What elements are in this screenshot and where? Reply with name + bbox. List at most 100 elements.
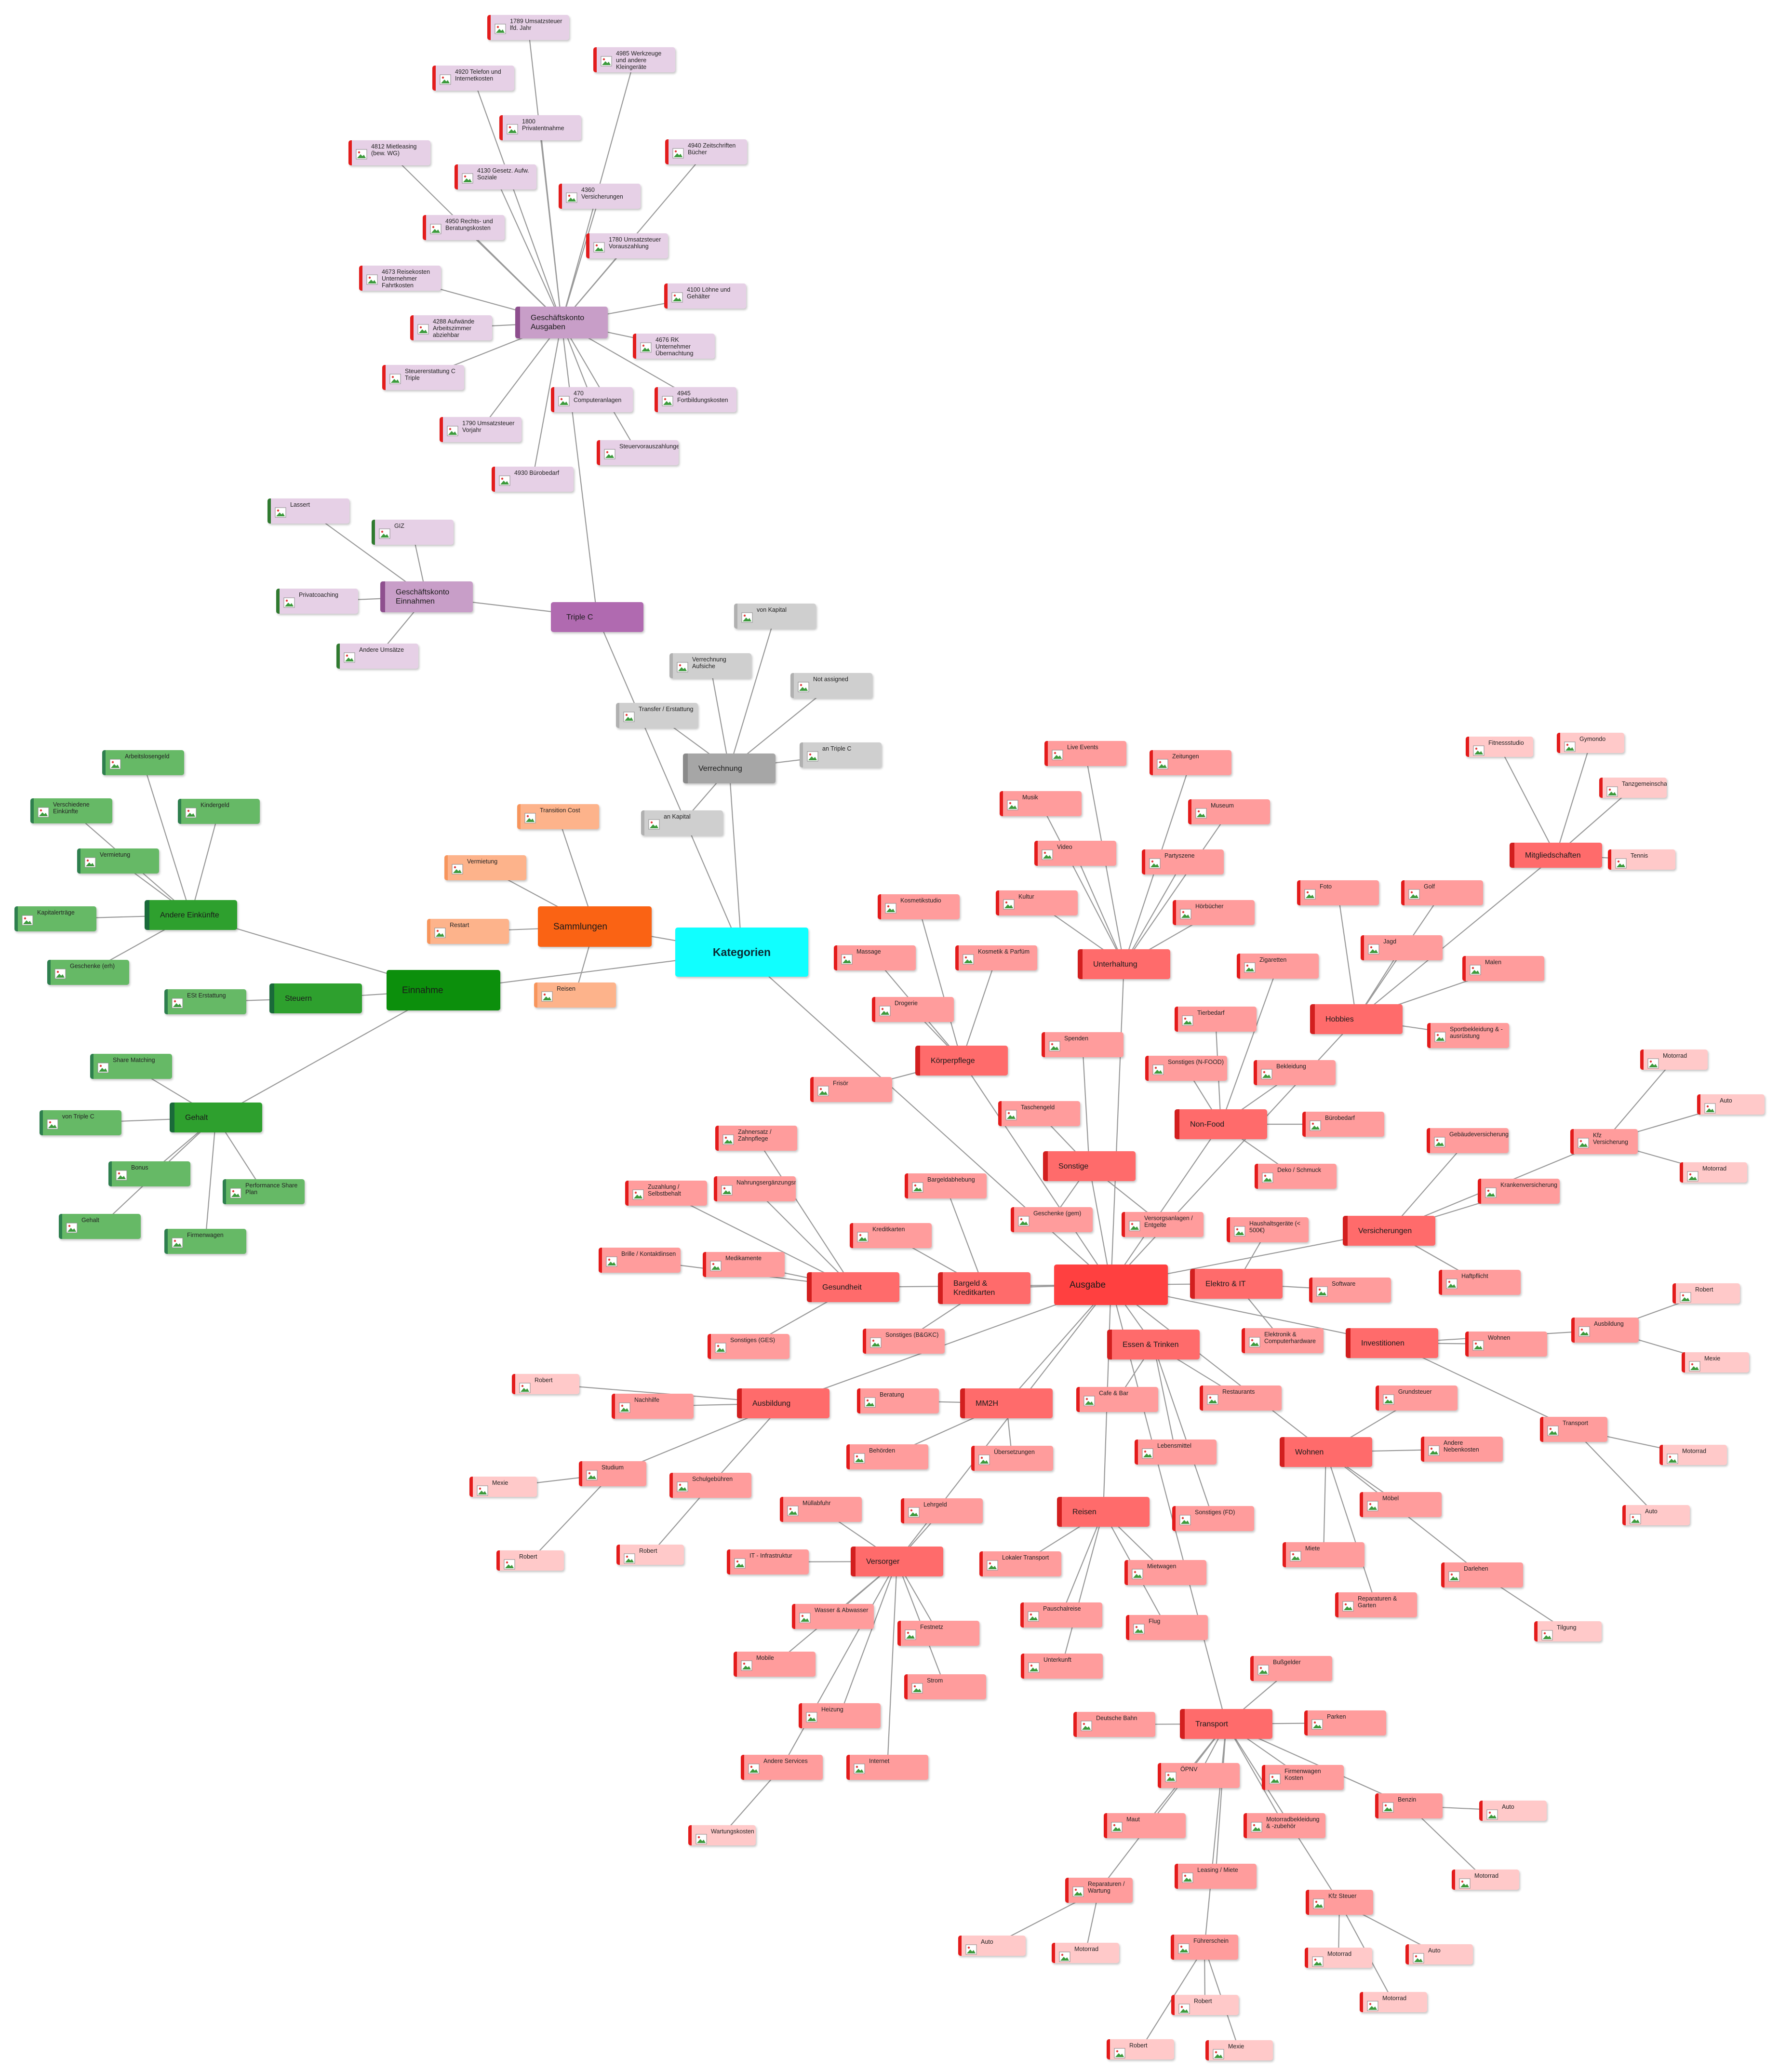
node-vs2[interactable]: Kfz Versicherung: [1570, 1129, 1638, 1154]
node-ab2[interactable]: Nachhilfe: [612, 1394, 694, 1419]
node-b12[interactable]: 4100 Löhne und Gehälter: [664, 283, 746, 309]
node-hob[interactable]: Hobbies: [1310, 1004, 1403, 1034]
node-h5[interactable]: Tennis: [1608, 849, 1675, 870]
node-re2[interactable]: Mietwagen: [1124, 1560, 1206, 1585]
node-vo6[interactable]: Mobile: [734, 1652, 816, 1677]
node-tri[interactable]: Triple C: [551, 602, 643, 632]
node-mm[interactable]: MM2H: [960, 1388, 1053, 1418]
node-t9[interactable]: Leasing / Miete: [1175, 1864, 1257, 1889]
node-vo3[interactable]: IT - Infrastruktur: [727, 1549, 809, 1574]
node-ver[interactable]: Verrechnung: [683, 753, 776, 783]
node-b20[interactable]: 4930 Bürobedarf: [492, 467, 574, 492]
node-vso[interactable]: Versorger: [851, 1547, 943, 1576]
node-rei[interactable]: Reisen: [1057, 1497, 1150, 1527]
node-kat[interactable]: Kategorien: [675, 928, 808, 977]
node-k3[interactable]: Kosmetik & Parfüm: [955, 945, 1037, 970]
node-e4[interactable]: Andere Umsätze: [336, 644, 418, 669]
node-aus[interactable]: Ausgabe: [1054, 1265, 1168, 1305]
node-el3[interactable]: Elektronik & Computerhardware: [1242, 1328, 1324, 1353]
node-mm2[interactable]: Behörden: [846, 1444, 928, 1469]
node-wo3[interactable]: Möbel: [1360, 1492, 1442, 1517]
node-g9[interactable]: von Triple C: [40, 1110, 121, 1135]
node-wo5[interactable]: Darlehen: [1441, 1562, 1523, 1588]
node-h3[interactable]: Gymondo: [1557, 733, 1624, 753]
node-kor[interactable]: Körperpflege: [915, 1046, 1008, 1076]
node-t12[interactable]: Führerschein: [1171, 1935, 1238, 1960]
node-h7[interactable]: Golf: [1401, 880, 1483, 905]
node-t3[interactable]: Parken: [1304, 1710, 1386, 1736]
node-unt[interactable]: Unterhaltung: [1078, 949, 1170, 979]
node-inv[interactable]: Investitionen: [1346, 1328, 1438, 1358]
node-ge4[interactable]: Brille / Kontaktlinsen: [599, 1248, 681, 1273]
node-b3[interactable]: 4920 Telefon und Internetkosten: [432, 66, 514, 91]
node-v2[interactable]: Verrechnung Aufsiche: [669, 653, 751, 678]
node-t6[interactable]: Benzin: [1375, 1793, 1443, 1818]
node-ge3[interactable]: Nahrungsergänzungsmittel: [714, 1176, 796, 1201]
node-b1[interactable]: 1789 Umsatzsteuer lfd. Jahr: [487, 15, 569, 40]
node-vo2[interactable]: Lehrgeld: [901, 1498, 983, 1523]
node-vo10[interactable]: Internet: [846, 1755, 928, 1780]
node-ba1[interactable]: Bargeldabhebung: [905, 1173, 987, 1198]
node-g2[interactable]: Verschiedene Einkünfte: [30, 798, 112, 823]
node-n6[interactable]: Deko / Schmuck: [1255, 1164, 1337, 1189]
node-sam[interactable]: Sammlungen: [538, 906, 652, 947]
node-t4[interactable]: ÖPNV: [1158, 1763, 1240, 1788]
node-wo6[interactable]: Reparaturen & Garten: [1335, 1592, 1417, 1617]
node-k4[interactable]: Drogerie: [872, 997, 954, 1022]
node-gke[interactable]: Geschäftskonto Einnahmen: [380, 581, 473, 612]
node-k5[interactable]: Frisör: [810, 1077, 892, 1102]
node-t13[interactable]: Auto: [1479, 1801, 1547, 1821]
node-stu[interactable]: Steuern: [269, 983, 362, 1013]
node-vo7[interactable]: Strom: [904, 1674, 986, 1699]
node-u7[interactable]: Kultur: [996, 890, 1078, 915]
node-mm3[interactable]: Übersetzungen: [971, 1446, 1053, 1471]
node-es3[interactable]: Lebensmittel: [1135, 1440, 1217, 1465]
node-e3[interactable]: Privatcoaching: [276, 589, 358, 614]
node-bar[interactable]: Bargeld & Kreditkarten: [938, 1272, 1030, 1304]
node-gka[interactable]: Geschäftskonto Ausgaben: [515, 307, 608, 338]
node-t20[interactable]: Robert: [1171, 1995, 1239, 2015]
node-b6[interactable]: 4812 Mietleasing (bew. WG): [348, 140, 430, 165]
node-t19[interactable]: Motorrad: [1360, 1992, 1427, 2012]
node-v6[interactable]: an Kapital: [641, 810, 723, 835]
node-g1[interactable]: Arbeitslosengeld: [102, 750, 184, 775]
node-b19[interactable]: Steuervorauszahlungen: [597, 440, 679, 465]
node-g7[interactable]: ESt Erstattung: [164, 989, 246, 1014]
node-aub[interactable]: Ausbildung: [737, 1388, 829, 1418]
node-iv2[interactable]: Wohnen: [1465, 1332, 1547, 1357]
node-ab4[interactable]: Schulgebühren: [669, 1473, 751, 1498]
node-ein[interactable]: Einnahme: [387, 970, 500, 1010]
node-ab3[interactable]: Studium: [579, 1461, 646, 1486]
node-u8[interactable]: Hörbücher: [1173, 900, 1255, 925]
node-es1[interactable]: Cafe & Bar: [1076, 1387, 1158, 1412]
node-es4[interactable]: Sonstiges (FD): [1172, 1506, 1254, 1531]
node-vo5[interactable]: Festnetz: [897, 1621, 979, 1646]
node-b13[interactable]: 4288 Aufwände Arbeitszimmer abziehbar: [410, 315, 492, 340]
node-h1[interactable]: Mitgliedschaften: [1510, 843, 1602, 868]
node-g11[interactable]: Performance Share Plan: [223, 1179, 305, 1204]
node-n5[interactable]: Bürobedarf: [1302, 1112, 1384, 1137]
node-s1[interactable]: Transition Cost: [517, 804, 599, 829]
node-g10[interactable]: Bonus: [108, 1161, 190, 1186]
node-v5[interactable]: an Triple C: [800, 742, 882, 767]
node-ess[interactable]: Essen & Trinken: [1107, 1330, 1200, 1359]
node-b17[interactable]: 4945 Fortbildungskosten: [655, 387, 736, 412]
node-v3[interactable]: Not assigned: [790, 673, 872, 698]
node-e2[interactable]: GIZ: [372, 520, 454, 545]
node-son[interactable]: Sonstige: [1043, 1151, 1136, 1181]
node-iv6[interactable]: Motorrad: [1659, 1445, 1727, 1465]
node-ele[interactable]: Elektro & IT: [1190, 1269, 1283, 1299]
node-t21[interactable]: Robert: [1107, 2039, 1174, 2059]
node-e1[interactable]: Lassert: [268, 498, 349, 524]
node-ver2[interactable]: Versicherungen: [1343, 1216, 1435, 1246]
node-g4[interactable]: Vermietung: [77, 848, 159, 874]
node-ab7[interactable]: Robert: [616, 1545, 684, 1565]
node-b16[interactable]: 470 Computeranlagen: [551, 387, 633, 412]
node-vo4[interactable]: Wasser & Abwasser: [792, 1604, 874, 1629]
node-tra[interactable]: Transport: [1180, 1709, 1272, 1739]
node-t2[interactable]: Deutsche Bahn: [1073, 1712, 1155, 1737]
node-iv4[interactable]: Robert: [1672, 1283, 1740, 1304]
node-t15[interactable]: Auto: [958, 1936, 1026, 1956]
node-b7[interactable]: 4130 Gesetz. Aufw. Soziale: [455, 164, 536, 189]
